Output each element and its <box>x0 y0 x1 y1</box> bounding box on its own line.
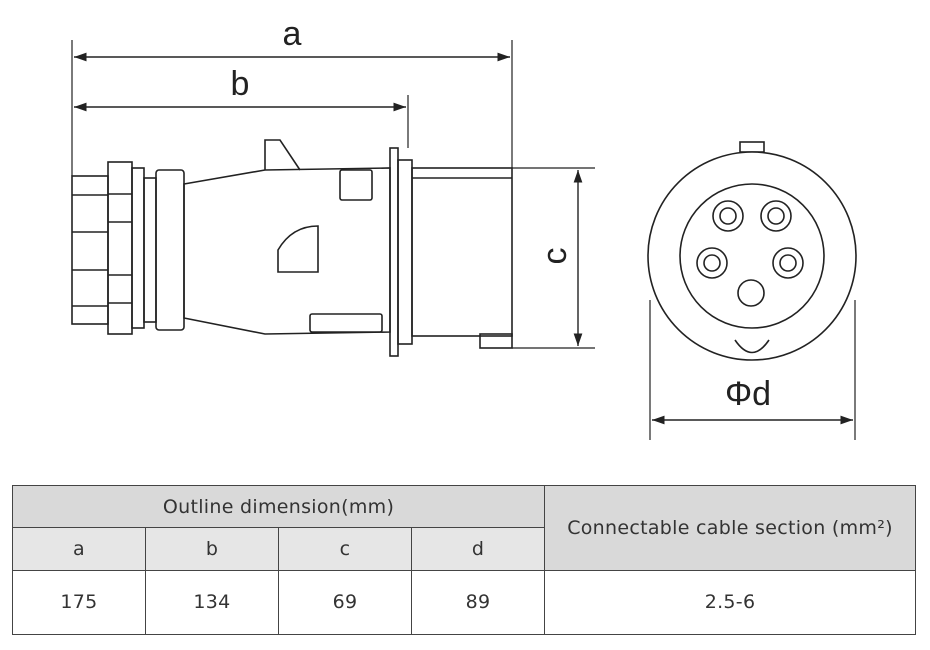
pin <box>712 200 744 232</box>
column-header-c: c <box>278 527 412 571</box>
pin <box>760 200 792 232</box>
cable-section-header: Connectable cable section (mm²) <box>544 485 917 571</box>
dimension-label-b: b <box>231 65 250 103</box>
value-c: 69 <box>278 569 412 636</box>
dimension-label-a: a <box>283 15 302 53</box>
extension-lines <box>71 40 856 440</box>
column-header-b: b <box>145 527 279 571</box>
dimension-table: Outline dimension(mm) Connectable cable … <box>11 484 917 636</box>
dimension-label-d: Φd <box>725 375 771 413</box>
plug-side-view <box>71 139 513 357</box>
plug-front-view <box>647 141 857 361</box>
pin <box>696 247 728 279</box>
earth-pin <box>737 279 765 307</box>
column-header-d: d <box>410 527 546 571</box>
pin <box>772 247 804 279</box>
value-b: 134 <box>145 569 279 636</box>
cable-section-value: 2.5-6 <box>544 569 917 636</box>
dimension-label-c: c <box>536 248 574 265</box>
value-a: 175 <box>12 569 146 636</box>
value-d: 89 <box>410 569 546 636</box>
outline-dimension-header: Outline dimension(mm) <box>11 484 546 529</box>
column-header-a: a <box>12 527 146 571</box>
plug-dimension-drawing: a b c Φd <box>71 15 857 440</box>
